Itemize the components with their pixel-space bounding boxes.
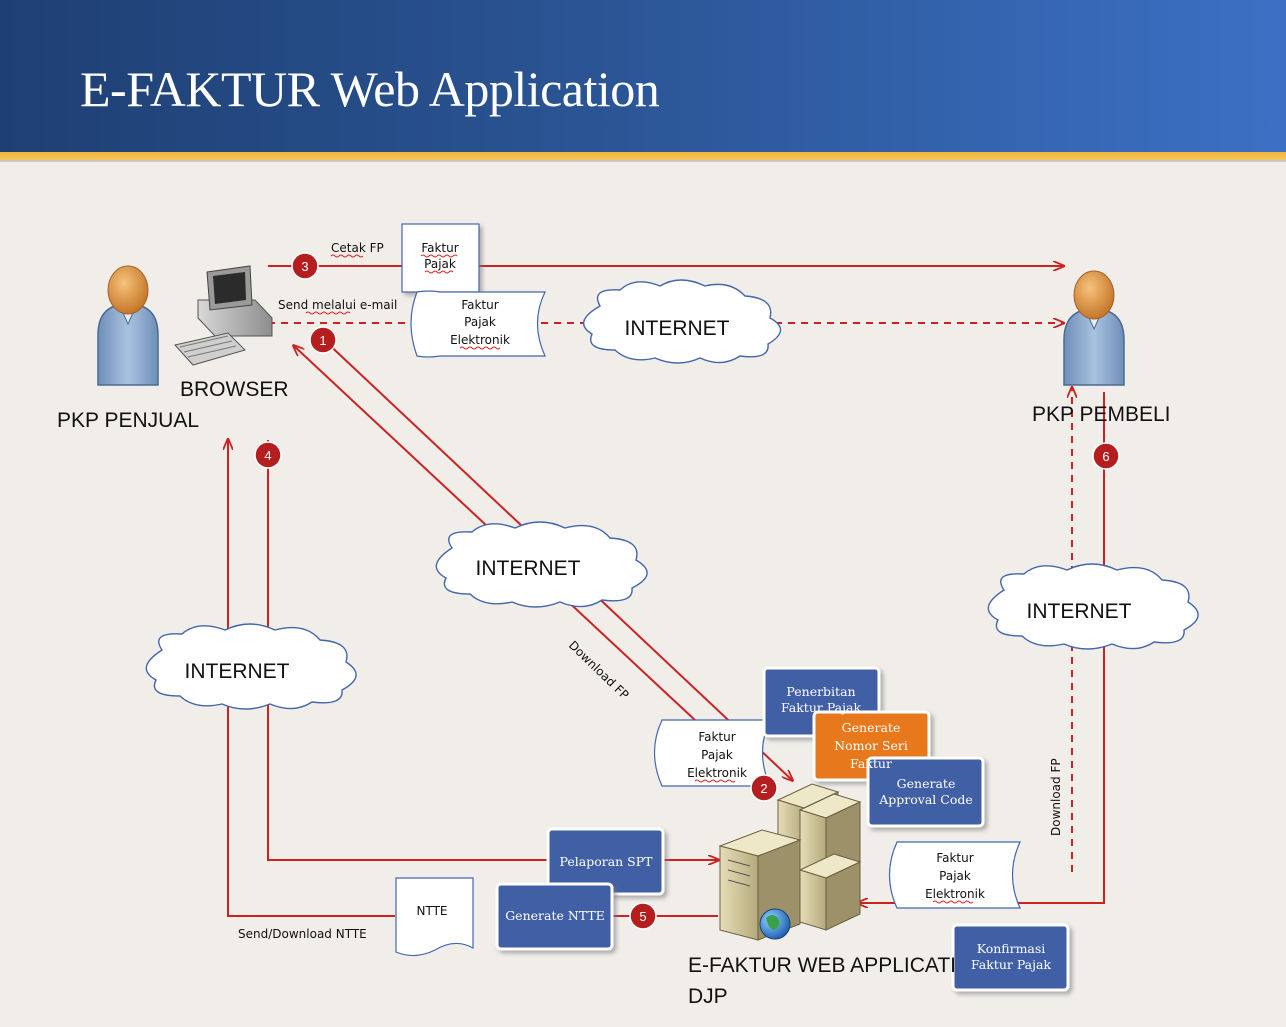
doc-efaktur-right-line3: Elektronik	[925, 887, 985, 901]
page-title: E-FAKTUR Web Application	[80, 61, 660, 117]
doc-ntte-label: NTTE	[416, 904, 447, 918]
step-1-label: 1	[319, 333, 326, 348]
penerbitan-line1: Penerbitan	[786, 684, 855, 699]
browser-label: BROWSER	[180, 378, 289, 401]
server-label-line1: E-FAKTUR WEB APPLICATI	[688, 954, 956, 977]
globe-icon	[759, 908, 791, 940]
cloud-right-label: INTERNET	[1027, 600, 1132, 623]
document-ntte	[395, 877, 474, 957]
document-faktur-pajak	[401, 223, 480, 293]
doc-faktur-line1: Faktur	[421, 241, 458, 255]
seller-label: PKP PENJUAL	[57, 409, 199, 432]
process-generate-ntte	[495, 882, 614, 951]
doc-efaktur-top-line2: Pajak	[464, 315, 496, 329]
header-divider	[0, 160, 1286, 162]
doc-efaktur-top-line1: Faktur	[461, 298, 498, 312]
person-icon	[97, 265, 159, 386]
cloud-top	[583, 279, 782, 364]
edge-label-email: Send melalui e-mail	[278, 298, 397, 312]
computer-icon	[174, 265, 273, 366]
step-5-label: 5	[639, 909, 646, 924]
header-band	[0, 0, 1286, 152]
edge-label-download-center: Download FP	[566, 638, 632, 702]
approval-line2: Approval Code	[878, 792, 973, 807]
doc-efaktur-top-line3: Elektronik	[450, 333, 510, 347]
step-badge-4	[254, 441, 282, 469]
nomor-seri-line3: Faktur	[850, 756, 892, 771]
cloud-top-label: INTERNET	[625, 317, 730, 340]
document-efaktur-top	[410, 290, 546, 358]
buyer-label: PKP PEMBELI	[1032, 403, 1171, 426]
pelaporan-label: Pelaporan SPT	[560, 854, 654, 869]
step-badges	[254, 252, 1120, 930]
step-badge-1	[309, 326, 337, 354]
document-efaktur-right	[888, 841, 1021, 909]
step-3-label: 3	[301, 259, 308, 274]
nomor-seri-line1: Generate	[842, 720, 901, 735]
konfirmasi-line1: Konfirmasi	[977, 941, 1046, 956]
process-konfirmasi	[951, 923, 1070, 992]
step-6-label: 6	[1102, 449, 1109, 464]
doc-efaktur-center-line3: Elektronik	[687, 766, 747, 780]
cloud-right	[987, 563, 1199, 650]
approval-line1: Generate	[897, 776, 956, 791]
penerbitan-line2: Faktur Pajak	[781, 700, 862, 715]
cloud-center	[435, 521, 648, 608]
edge-label-download-right: Download FP	[1049, 758, 1063, 836]
step-badge-6	[1092, 442, 1120, 470]
server-label-line2: DJP	[688, 985, 728, 1008]
step-4-label: 4	[264, 448, 271, 463]
edge-label-cetak: Cetak FP	[331, 241, 384, 255]
cloud-center-label: INTERNET	[476, 557, 581, 580]
step-badge-5	[629, 902, 657, 930]
nomor-seri-line2: Nomor Seri	[834, 738, 908, 753]
step-2-label: 2	[760, 781, 767, 796]
step-badge-2	[750, 774, 778, 802]
header-accent-line	[0, 152, 1286, 160]
spellcheck-underlines	[305, 254, 974, 904]
doc-efaktur-center-line1: Faktur	[698, 730, 735, 744]
konfirmasi-line2: Faktur Pajak	[971, 957, 1052, 972]
server-icon	[718, 783, 862, 941]
generate-ntte-label: Generate NTTE	[505, 908, 605, 923]
doc-faktur-line2: Pajak	[424, 257, 456, 271]
process-approval	[866, 756, 985, 828]
doc-efaktur-right-line1: Faktur	[936, 851, 973, 865]
cloud-left-label: INTERNET	[185, 660, 290, 683]
doc-efaktur-right-line2: Pajak	[939, 869, 971, 883]
person-icon	[1063, 270, 1125, 386]
edge-label-send-ntte: Send/Download NTTE	[238, 927, 367, 941]
arrow-ntte-to-seller	[228, 440, 395, 917]
step-badge-3	[291, 252, 319, 280]
cloud-left	[145, 623, 357, 710]
doc-efaktur-center-line2: Pajak	[701, 748, 733, 762]
